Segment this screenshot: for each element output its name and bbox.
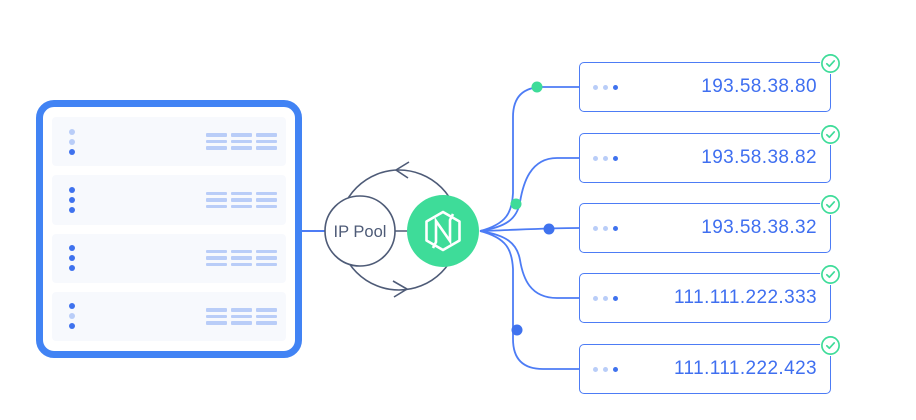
list-row [52,175,286,225]
ip-address: 193.58.38.80 [701,76,817,97]
node-dots [593,84,618,90]
status-dot [69,148,75,155]
row-text-placeholder-bars [206,308,277,325]
check-circle-icon [820,334,841,356]
bar-group [231,308,252,325]
bar-group [231,133,252,150]
status-dot [69,138,75,145]
ip-address: 111.111.222.333 [674,287,817,308]
ip-node: 111.111.222.333 [579,263,841,323]
list-row [52,233,286,283]
bar-group [256,308,277,325]
bar-group [206,308,227,325]
ip-node: 193.58.38.80 [579,52,841,112]
ip-address: 193.58.38.82 [701,147,817,168]
status-dot [69,313,75,320]
status-dot [69,186,75,193]
status-dot [69,196,75,203]
row-status-dots [69,128,75,155]
ip-node: 193.58.38.32 [579,193,841,253]
row-status-dots [69,245,75,272]
source-list-panel [36,100,302,358]
bar-group [231,191,252,209]
line-to-node-1 [479,86,579,232]
check-circle-icon [820,263,841,285]
bar-group [206,249,227,267]
bar-group [231,249,252,267]
row-text-placeholder-bars [206,133,277,150]
fan-dot-green-1 [531,81,543,93]
status-dot [69,206,75,213]
bar-group [256,191,277,209]
line-to-node-3 [479,227,580,232]
bar-group [206,191,227,209]
node-dots [593,366,618,372]
bar-group [206,133,227,150]
check-circle-icon [820,193,841,215]
line-to-node-2 [479,157,579,232]
node-dots [593,295,618,301]
rotation-arrow-top-icon [394,161,410,179]
bar-group [256,133,277,150]
ip-node: 111.111.222.423 [579,334,841,394]
status-dot [69,323,75,330]
row-text-placeholder-bars [206,191,277,209]
node-dots [593,155,618,161]
fan-dot-blue-2 [511,324,523,336]
fanout-lines [479,86,580,370]
list-row [52,117,286,167]
check-circle-icon [820,123,841,145]
ip-address: 193.58.38.32 [701,217,817,238]
rotation-arrow-bottom-icon [392,280,409,298]
status-dot [69,303,75,310]
line-to-node-5 [479,230,579,370]
row-text-placeholder-bars [206,249,277,267]
bar-group [256,249,277,267]
node-dots [593,225,618,231]
row-status-dots [69,303,75,330]
status-dot [69,128,75,135]
fan-dot-blue-1 [543,223,555,235]
fan-dot-green-2 [510,198,522,210]
status-dot [69,265,75,272]
status-dot [69,245,75,252]
netnut-hexagon-logo-icon [425,210,461,252]
ip-pool-label: IP Pool [334,223,387,241]
line-to-node-4 [479,230,579,299]
list-row [52,291,286,341]
check-circle-icon [820,52,841,74]
ip-address: 111.111.222.423 [674,358,817,379]
status-dot [69,255,75,262]
row-status-dots [69,186,75,213]
ip-pool-circle [324,195,396,267]
ip-node: 193.58.38.82 [579,123,841,183]
